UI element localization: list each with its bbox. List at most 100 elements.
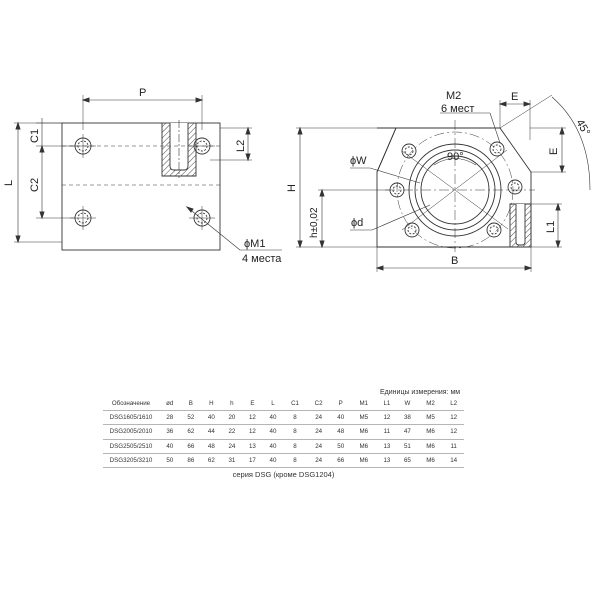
table-cell: M6 — [417, 424, 444, 440]
label-m1: ϕM1 — [244, 238, 265, 250]
leader-m1 — [186, 206, 241, 251]
label-e-top: E — [511, 91, 518, 103]
table-cell: 62 — [201, 453, 222, 468]
table-cell: 66 — [330, 453, 351, 468]
table-cell: 86 — [180, 453, 202, 468]
label-c2: C2 — [29, 178, 41, 192]
table-cell: M5 — [350, 410, 377, 426]
top-view-labels: P L C1 C2 L2 ϕM1 4 места — [3, 87, 282, 265]
label-b: B — [451, 255, 458, 267]
tapped-hole-2 — [489, 141, 505, 157]
table-cell: 47 — [397, 424, 418, 440]
top-view — [14, 95, 282, 251]
table-cell: M6 — [350, 453, 377, 468]
table-cell: 13 — [376, 439, 398, 454]
column-header: C2 — [306, 397, 331, 412]
table-cell: 24 — [221, 439, 243, 454]
table-cell: 51 — [397, 439, 418, 454]
table-cell: 12 — [443, 424, 464, 440]
table-cell: 50 — [330, 439, 351, 454]
table-cell: DSG2005/2010 — [103, 424, 159, 440]
table-cell: 40 — [159, 439, 181, 454]
table-cell: 44 — [201, 424, 222, 440]
table-cell: DSG3205/3210 — [103, 453, 159, 468]
table-cell: 13 — [242, 439, 263, 454]
table-cell: M6 — [350, 439, 377, 454]
label-angle-90: 90° — [447, 151, 464, 163]
table-cell: 50 — [159, 453, 181, 468]
column-header: H — [201, 397, 222, 412]
label-e-side: E — [548, 148, 560, 155]
front-view-labels: M2 6 мест E 45° E 90° ϕW H h±0,02 ϕd B L… — [286, 90, 592, 267]
tapped-hole-4 — [507, 179, 523, 195]
table-cell: 12 — [376, 410, 398, 426]
table-cell: 17 — [242, 453, 263, 468]
table-cell: 40 — [201, 410, 222, 426]
table-cell: 8 — [283, 453, 307, 468]
label-w: ϕW — [350, 155, 367, 167]
table-cell: 40 — [262, 453, 284, 468]
table-cell: 8 — [283, 424, 307, 440]
table-cell: 12 — [242, 424, 263, 440]
table-cell: 28 — [159, 410, 181, 426]
column-header: B — [180, 397, 202, 412]
angle-45-arc — [551, 96, 591, 191]
column-header: M2 — [417, 397, 444, 412]
column-header: ød — [159, 397, 181, 412]
table-cell: 8 — [283, 410, 307, 426]
table-cell: DSG1605/1610 — [103, 410, 159, 426]
series-caption: серия DSG (кроме DSG1204) — [232, 470, 335, 479]
column-header: W — [397, 397, 418, 412]
label-d: ϕd — [351, 217, 363, 229]
label-angle-45: 45° — [573, 118, 592, 138]
table-cell: 24 — [306, 410, 331, 426]
label-l: L — [3, 180, 15, 186]
table-cell: 40 — [262, 439, 284, 454]
table-cell: M6 — [350, 424, 377, 440]
label-m2-count: 6 мест — [441, 103, 474, 115]
table-cell: 62 — [180, 424, 202, 440]
table-cell: 22 — [221, 424, 243, 440]
table-cell: 52 — [180, 410, 202, 426]
technical-drawing: P L C1 C2 L2 ϕM1 4 места — [3, 87, 592, 272]
table-cell: 24 — [306, 424, 331, 440]
column-header: M1 — [350, 397, 377, 412]
label-m1-count: 4 места — [242, 253, 282, 265]
column-header: h — [221, 397, 243, 412]
table-cell: 24 — [306, 439, 331, 454]
column-header: L1 — [376, 397, 398, 412]
table-cell: 20 — [221, 410, 243, 426]
table-cell: 13 — [376, 453, 398, 468]
table-cell: 40 — [262, 424, 284, 440]
column-header: P — [330, 397, 351, 412]
table-cell: 24 — [306, 453, 331, 468]
tapped-hole-6 — [486, 222, 502, 238]
top-view-body — [61, 122, 221, 251]
label-l2: L2 — [235, 140, 247, 152]
label-h: H — [286, 184, 298, 192]
table-cell: 40 — [262, 410, 284, 426]
table-cell: 8 — [283, 439, 307, 454]
table-cell: 40 — [330, 410, 351, 426]
table-cell: M6 — [417, 439, 444, 454]
column-header: L2 — [443, 397, 464, 412]
label-l1: L1 — [545, 221, 557, 233]
table-cell: 65 — [397, 453, 418, 468]
table-cell: DSG2505/2510 — [103, 439, 159, 454]
label-p: P — [139, 87, 146, 99]
column-header: L — [262, 397, 284, 412]
table-cell: M6 — [417, 453, 444, 468]
table-cell: 11 — [376, 424, 398, 440]
label-m2: M2 — [446, 90, 461, 102]
front-view — [296, 94, 591, 272]
angle-90-arc — [433, 158, 477, 166]
units-note: Единицы измерения: мм — [380, 389, 461, 396]
tapped-hole-5 — [404, 222, 420, 238]
table-cell: 38 — [397, 410, 418, 426]
